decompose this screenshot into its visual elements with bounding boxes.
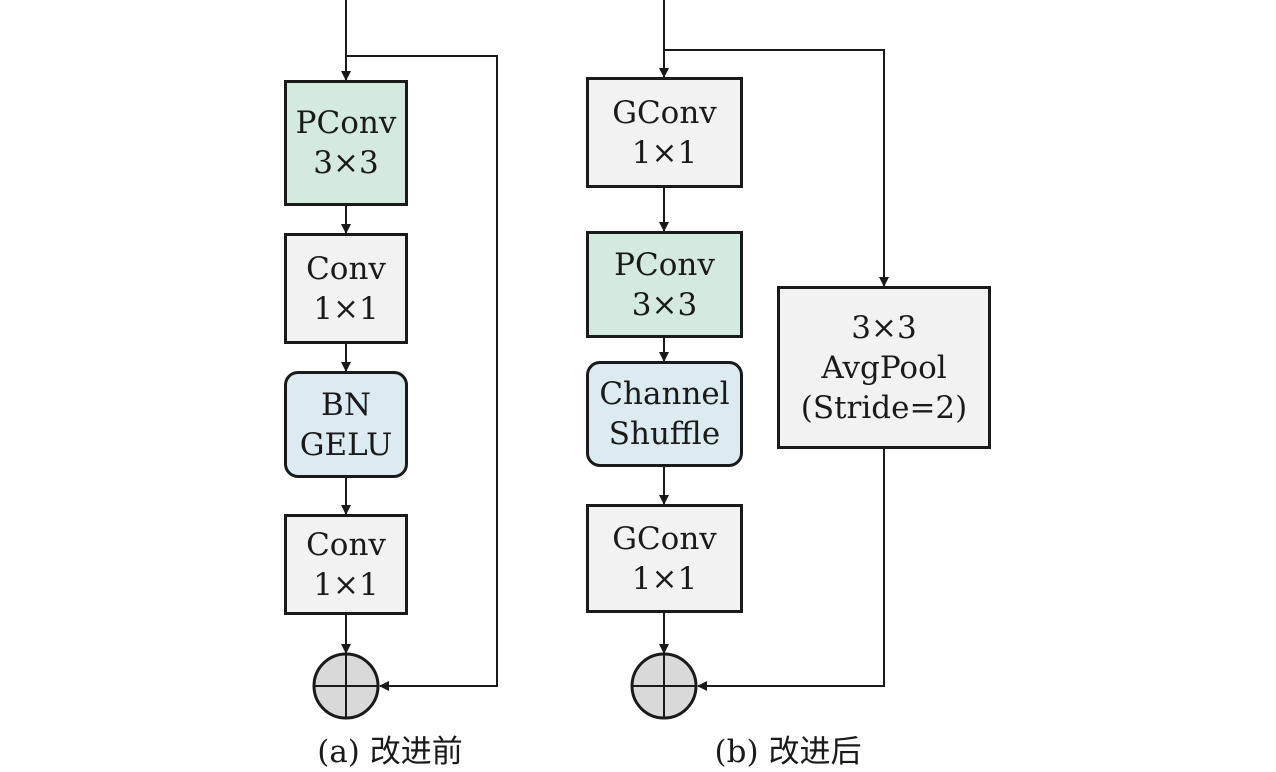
node-label: Conv — [306, 250, 386, 287]
pconv-block-a: PConv 3×3 — [284, 80, 408, 206]
conv-block-a-1: Conv 1×1 — [284, 233, 408, 344]
skip-path-b — [664, 49, 889, 287]
node-label: GELU — [299, 426, 393, 463]
node-label: 3×3 — [851, 309, 917, 346]
bn-gelu-block-a: BN GELU — [284, 371, 408, 478]
node-label: PConv — [295, 105, 397, 141]
node-label: Shuffle — [608, 416, 721, 452]
channel-shuffle-block-b: Channel Shuffle — [586, 361, 743, 467]
gconv-block-b-1: GConv 1×1 — [586, 77, 743, 188]
plus-circle-icon — [312, 652, 380, 720]
plus-circle-icon — [630, 652, 698, 720]
node-label: AvgPool — [821, 349, 947, 386]
node-label: GConv — [612, 94, 717, 131]
pconv-block-b: PConv 3×3 — [586, 231, 743, 338]
node-label: 1×1 — [631, 134, 698, 171]
node-label: 3×3 — [313, 145, 379, 181]
skip-path-a — [346, 55, 498, 691]
avgpool-block-b: 3×3 AvgPool (Stride=2) — [777, 286, 991, 449]
node-label: 1×1 — [313, 290, 379, 327]
node-label: 1×1 — [313, 566, 379, 603]
node-label: PConv — [614, 246, 715, 283]
node-label: Channel — [599, 376, 730, 412]
node-label: GConv — [612, 520, 717, 557]
pool-to-add — [697, 449, 885, 691]
caption-b: (b) 改进后 — [714, 734, 862, 770]
conv-block-a-2: Conv 1×1 — [284, 514, 408, 615]
node-label: 1×1 — [631, 560, 698, 597]
caption-a: (a) 改进前 — [317, 734, 463, 770]
node-label: Conv — [306, 526, 386, 563]
node-label: 3×3 — [631, 286, 698, 323]
node-label: BN — [321, 386, 371, 423]
node-label: (Stride=2) — [800, 389, 968, 426]
gconv-block-b-2: GConv 1×1 — [586, 504, 743, 613]
